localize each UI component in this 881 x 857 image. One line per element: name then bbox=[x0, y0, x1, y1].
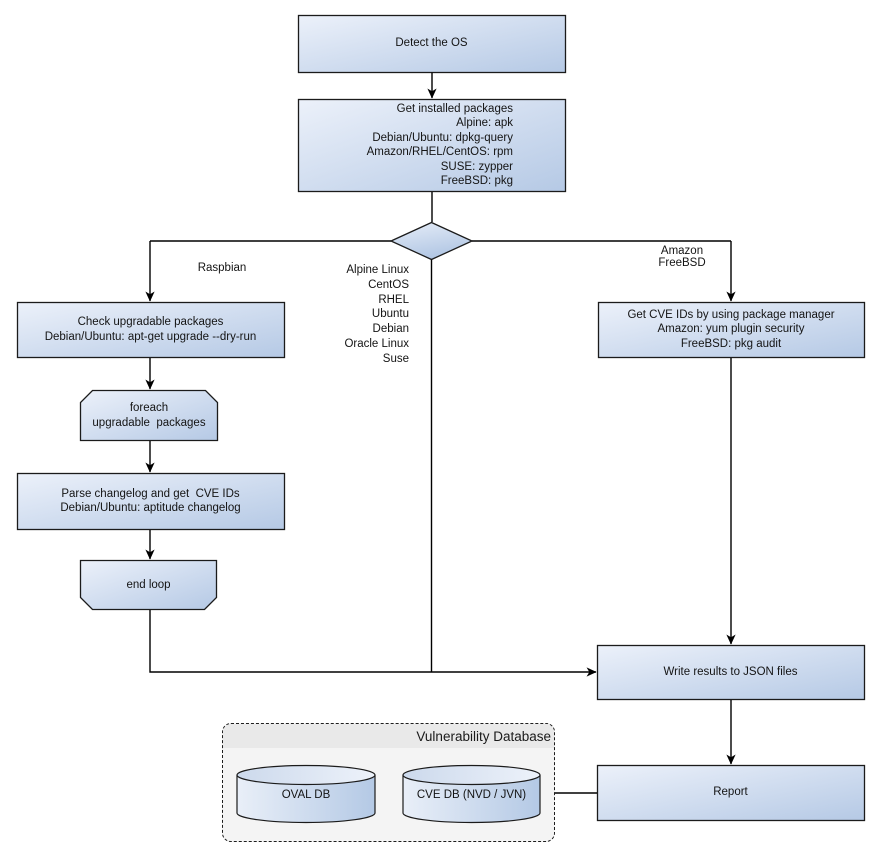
node-get-installed-packages-shape bbox=[297, 98, 567, 193]
node-report-shape bbox=[596, 764, 866, 822]
node-end-loop-shape bbox=[79, 559, 218, 611]
node-write-results-shape bbox=[596, 644, 866, 701]
edge-endloop-to-write-results bbox=[149, 610, 597, 677]
vulnerability-database-group-header: Vulnerability Database bbox=[223, 724, 554, 748]
cve-db-cylinder-top bbox=[402, 764, 541, 786]
cve-db-cylinder-body bbox=[402, 775, 541, 824]
node-check-upgradable-shape bbox=[16, 301, 286, 359]
node-foreach-loop-shape bbox=[79, 389, 219, 442]
oval-db-cylinder-top bbox=[236, 764, 376, 786]
oval-db-cylinder-body bbox=[236, 775, 376, 824]
vulnerability-database-group-title: Vulnerability Database bbox=[416, 728, 551, 744]
node-os-decision-diamond bbox=[389, 221, 474, 261]
node-parse-changelog-shape bbox=[16, 472, 286, 531]
node-get-cve-ids-shape bbox=[597, 301, 866, 359]
node-detect-os-shape bbox=[297, 14, 567, 74]
